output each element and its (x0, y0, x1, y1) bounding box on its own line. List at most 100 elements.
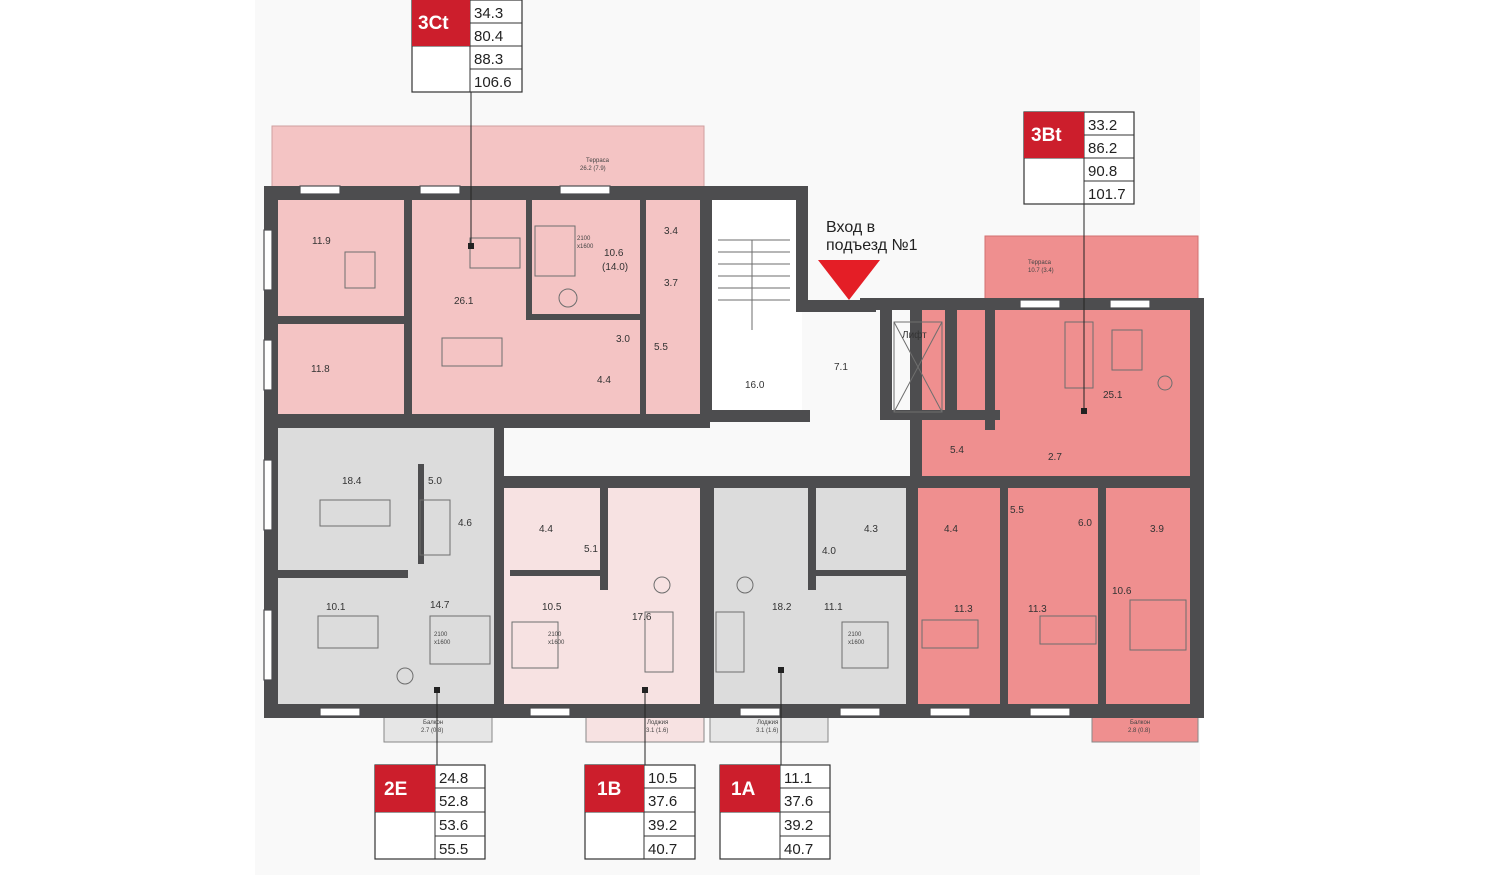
loggia-label: Лоджия (647, 720, 668, 726)
room-label: 11.1 (824, 602, 843, 613)
loggia-value: 3.1 (1.6) (756, 728, 778, 734)
apartment-3bt-area (920, 300, 1198, 480)
room-label: 4.6 (458, 518, 472, 529)
apartment-name: 3Ct (418, 13, 449, 34)
room-label: 3.4 (664, 226, 678, 237)
room-label: 11.3 (1028, 604, 1047, 615)
apartment-box-3ct[interactable]: 3Ct 34.3 80.4 88.3 106.6 (411, 0, 523, 93)
apartment-value: 80.4 (474, 28, 503, 45)
bed-size: x1600 (434, 640, 451, 646)
room-label: 10.5 (542, 602, 562, 613)
corridor-area (497, 420, 917, 482)
apartment-value: 86.2 (1088, 140, 1117, 157)
room-label: 4.4 (944, 524, 958, 535)
apartment-value: 40.7 (784, 841, 813, 858)
apartment-box-1b[interactable]: 1B 10.5 37.6 39.2 40.7 (584, 764, 696, 860)
apartment-value: 39.2 (784, 817, 813, 834)
room-label: 5.0 (428, 476, 442, 487)
bed-size: 2100 (848, 632, 862, 638)
apartment-value: 90.8 (1088, 163, 1117, 180)
room-label: 10.1 (326, 602, 346, 613)
bed-size: x1600 (577, 244, 594, 250)
loggia-1a (709, 715, 829, 743)
apartment-value: 34.3 (474, 5, 503, 22)
room-label: 4.4 (597, 375, 611, 386)
apartment-value: 88.3 (474, 51, 503, 68)
stair-area (710, 200, 802, 415)
bed-size: x1600 (548, 640, 565, 646)
room-label: 6.0 (1078, 518, 1092, 529)
apartment-value: 10.5 (648, 770, 677, 787)
apartment-name: 1B (597, 779, 621, 800)
apartment-3ct-area (272, 188, 704, 420)
apartment-value: 39.2 (648, 817, 677, 834)
lift-label: Лифт (902, 329, 927, 341)
apartment-value: 33.2 (1088, 117, 1117, 134)
leader-lines (434, 92, 1087, 765)
terrace-value: 26.2 (7.9) (580, 166, 606, 172)
room-label: 5.5 (654, 342, 668, 353)
entrance-line-1: Вход в (826, 219, 875, 236)
windows (263, 185, 1151, 717)
apartment-name: 3Bt (1031, 125, 1062, 146)
balcony-value: 2.8 (0.8) (1128, 728, 1150, 734)
room-label: 5.5 (1010, 505, 1024, 516)
apartment-value: 11.1 (784, 770, 812, 787)
room-labels: 11.9 26.1 10.6 (14.0) 3.4 3.7 11.8 3.0 5… (311, 226, 1164, 623)
apartment-value: 24.8 (439, 770, 468, 787)
room-label: 3.9 (1150, 524, 1164, 535)
apartment-right-area (915, 480, 1198, 716)
loggia-label: Лоджия (757, 720, 778, 726)
terrace-label: Терраса (1028, 260, 1052, 266)
room-label: 4.3 (864, 524, 878, 535)
apartment-value: 37.6 (784, 793, 813, 810)
apartment-box-2e[interactable]: 2E 24.8 52.8 53.6 55.5 (374, 764, 486, 860)
room-label: 16.0 (745, 380, 765, 391)
room-label: 10.6 (604, 248, 624, 259)
apartment-value: 106.6 (474, 74, 512, 91)
room-label: 4.4 (539, 524, 553, 535)
balcony-right (1091, 715, 1199, 743)
room-label: 3.0 (616, 334, 630, 345)
terrace-label: Терраса (586, 158, 610, 164)
room-label: 26.1 (454, 296, 474, 307)
apartment-value: 37.6 (648, 793, 677, 810)
apartment-value: 101.7 (1088, 186, 1126, 203)
room-label: 4.0 (822, 546, 836, 557)
room-label: 5.1 (584, 544, 598, 555)
room-label: 10.6 (1112, 586, 1132, 597)
bed-size: 2100 (577, 236, 591, 242)
balcony-value: 2.7 (0.8) (421, 728, 443, 734)
bed-size: 2100 (434, 632, 448, 638)
terrace-value: 10.7 (3.4) (1028, 268, 1054, 274)
apartment-value: 52.8 (439, 793, 468, 810)
room-label: 2.7 (1048, 452, 1062, 463)
terrace-3ct (271, 125, 705, 189)
loggia-value: 3.1 (1.6) (646, 728, 668, 734)
room-label: 18.2 (772, 602, 792, 613)
room-label: 11.9 (312, 236, 331, 247)
apartment-value: 53.6 (439, 817, 468, 834)
apartment-box-1a[interactable]: 1A 11.1 37.6 39.2 40.7 (719, 764, 831, 860)
apartment-value: 55.5 (439, 841, 468, 858)
balcony-label: Балкон (423, 720, 443, 726)
room-label: 25.1 (1103, 390, 1123, 401)
small-labels: Терраса 26.2 (7.9) Терраса 10.7 (3.4) Ба… (421, 158, 1150, 734)
apartment-value: 40.7 (648, 841, 677, 858)
entrance-line-2: подъезд №1 (826, 237, 918, 254)
entrance-arrow-icon (818, 260, 880, 300)
bed-size: 2100 (548, 632, 562, 638)
bed-size: x1600 (848, 640, 865, 646)
room-label: (14.0) (602, 262, 628, 273)
room-label: 11.3 (954, 604, 973, 615)
apartment-box-3bt[interactable]: 3Bt 33.2 86.2 90.8 101.7 (1023, 111, 1135, 205)
balcony-label: Балкон (1130, 720, 1150, 726)
room-label: 14.7 (430, 600, 450, 611)
apartment-2e-area (272, 420, 497, 716)
room-label: 11.8 (311, 364, 330, 375)
room-label: 5.4 (950, 445, 964, 456)
room-label: 7.1 (834, 362, 848, 373)
terrace-3bt (984, 235, 1199, 301)
room-label: 3.7 (664, 278, 678, 289)
